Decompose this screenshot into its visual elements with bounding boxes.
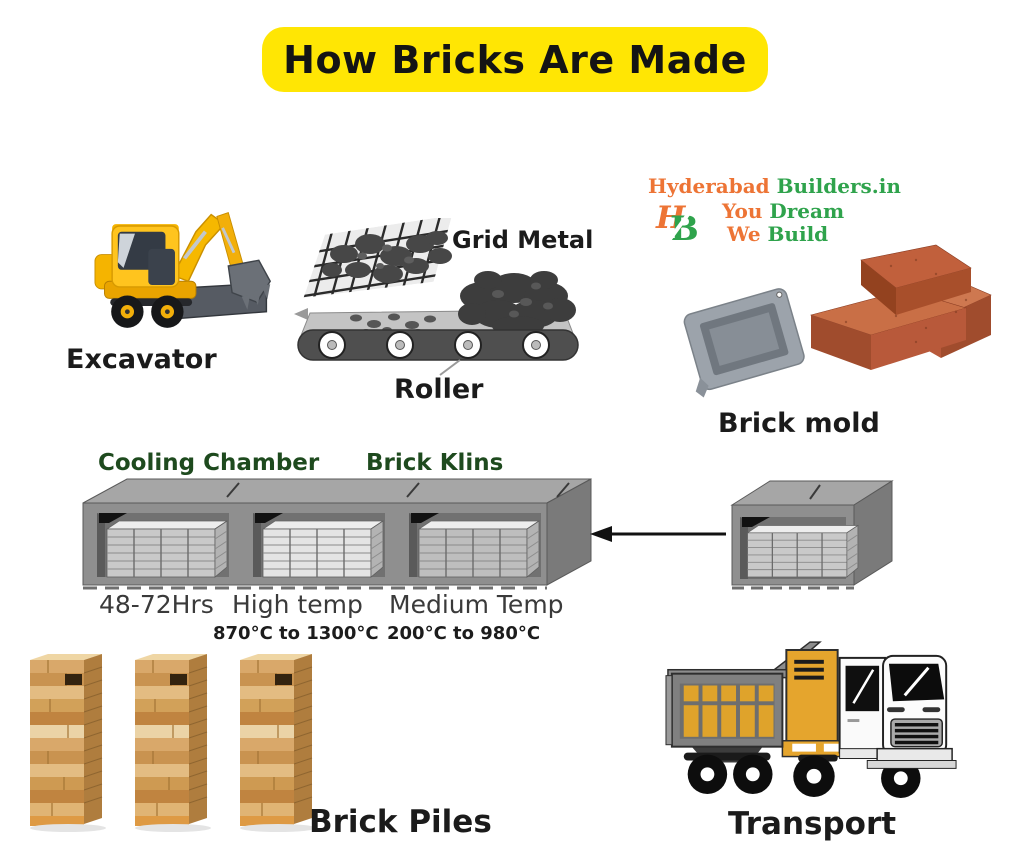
tagline2-part1: We — [727, 222, 761, 246]
high-temp-range: 870°C to 1300°C — [213, 623, 379, 644]
brick-pile-illustration — [239, 653, 317, 833]
medium-temp-range: 200°C to 980°C — [387, 623, 541, 644]
tagline2-part2: Build — [760, 222, 829, 246]
brick-mold-label: Brick mold — [718, 408, 880, 439]
brand-name: Hyderabad Builders.in — [648, 174, 901, 198]
brand-logo: Hyderabad Builders.in H B You Dream We B… — [648, 174, 901, 254]
grid-metal-label: Grid Metal — [452, 226, 594, 254]
excavator-label: Excavator — [66, 344, 217, 375]
brick-piles-label: Brick Piles — [309, 804, 492, 840]
excavator-illustration — [94, 212, 272, 328]
conveyor-roller-illustration — [292, 218, 579, 376]
brand-name-part1: Hyderabad — [648, 174, 770, 198]
dump-truck-illustration — [665, 641, 957, 798]
grid-mesh-icon — [292, 218, 467, 307]
tagline-we-build: We Build — [727, 223, 844, 246]
cooling-chamber-label: Cooling Chamber — [98, 450, 320, 476]
tagline-you-dream: You Dream — [722, 200, 844, 223]
kiln-cube-illustration — [730, 480, 894, 590]
transport-label: Transport — [728, 806, 897, 842]
page-title: How Bricks Are Made — [283, 37, 747, 82]
tagline1-part2: Dream — [762, 199, 845, 223]
brick-pile-illustration — [29, 653, 107, 833]
brick-mold-illustration — [683, 288, 805, 398]
high-temp-label: High temp — [232, 590, 363, 619]
brand-taglines: You Dream We Build — [722, 200, 844, 246]
title-banner: How Bricks Are Made — [262, 27, 768, 92]
left-arrow-icon — [590, 526, 726, 542]
medium-temp-label: Medium Temp — [389, 590, 564, 619]
kiln-tunnel-illustration — [82, 478, 592, 590]
red-bricks-illustration — [809, 244, 992, 370]
brick-kilns-label: Brick Klins — [366, 450, 504, 476]
brick-pile-illustration — [134, 653, 212, 833]
cooling-duration-label: 48-72Hrs — [99, 590, 214, 619]
tagline1-part1: You — [722, 199, 763, 223]
roller-wheels — [318, 331, 550, 359]
brand-name-part2: Builders.in — [769, 174, 901, 198]
hb-monogram-icon: H B — [656, 198, 710, 252]
monogram-h: H — [656, 200, 686, 236]
roller-label: Roller — [394, 374, 484, 405]
